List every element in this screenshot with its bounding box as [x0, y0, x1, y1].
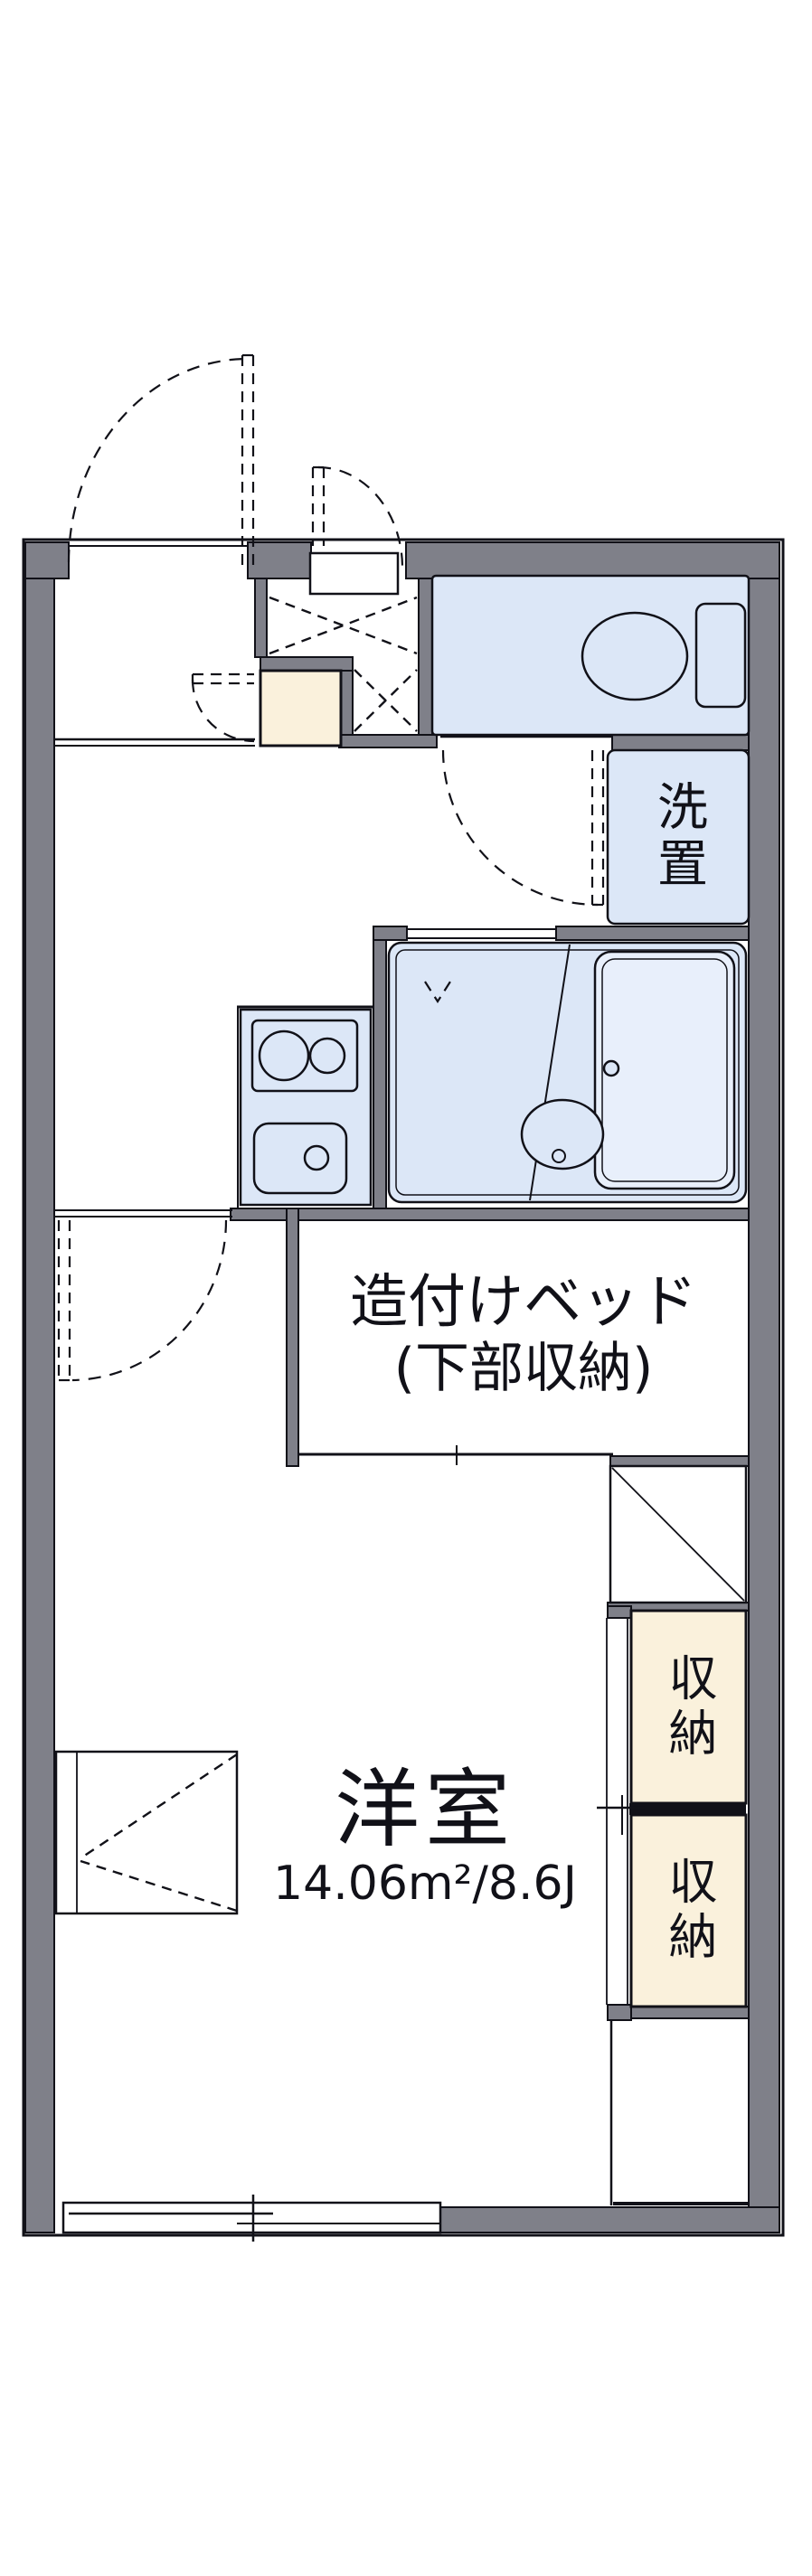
wall-genkan-closet: [254, 578, 268, 658]
wall-bath-left: [373, 939, 387, 1221]
kitchen: [237, 1005, 373, 1208]
doors: [57, 353, 605, 1382]
washer-space: [606, 748, 751, 926]
wall-bath-top-left: [373, 926, 408, 941]
wall-right: [748, 578, 780, 2233]
main-room-area: 14.06m²/8.6J: [273, 1856, 577, 1911]
bath-folding-door-icon: [424, 981, 451, 1004]
toilet-tank: [694, 602, 747, 709]
genkan-tile: [259, 669, 343, 747]
bath-faucet: [602, 1059, 620, 1077]
interior-walls: [230, 578, 750, 2021]
bath-drain: [552, 1149, 566, 1163]
bathtub-inner-line: [601, 958, 728, 1182]
outer-outline: [22, 538, 785, 2237]
wall-closet-divider: [629, 1803, 746, 1815]
wall-closet-horizontal: [260, 656, 354, 672]
storage-upper-label-text: 収納: [660, 1651, 717, 1763]
storage-lower-label: 収納: [631, 1815, 746, 2007]
wall-bed-bottom: [609, 1455, 750, 1467]
toilet-bowl: [581, 611, 689, 701]
x-mark-line: [269, 596, 418, 655]
wall-kitchen-bath-bottom: [230, 1208, 750, 1221]
x-mark-line: [354, 669, 418, 732]
bath-stool: [520, 1098, 605, 1170]
main-room-label: 洋室 14.06m²/8.6J: [163, 1761, 687, 1910]
sink-drain: [303, 1144, 330, 1171]
entrance-niche: [308, 551, 400, 596]
toilet-door-arc: [441, 749, 599, 907]
built-in-bed-label-line1: 造付けベッド: [350, 1269, 697, 1336]
wall-top-middle: [247, 541, 312, 579]
main-room-name: 洋室: [334, 1760, 515, 1859]
closet-column: [597, 1464, 749, 2205]
wall-closet-bottom: [338, 734, 438, 748]
genkan-step-lines: [54, 738, 255, 747]
wall-top-right: [405, 541, 780, 579]
bathtub: [593, 950, 736, 1190]
toilet-room: [430, 574, 751, 738]
washer-space-label: 洗置: [608, 750, 749, 924]
storage-upper-box: [629, 1609, 748, 1805]
storage-lower-label-text: 収納: [660, 1856, 717, 1966]
wall-bottom-right: [439, 2206, 780, 2233]
wall-left: [24, 578, 55, 2233]
bed-area-lines: [54, 1209, 613, 1465]
wall-closet-lower-notch: [607, 2004, 632, 2021]
stove-burner-small: [308, 1037, 346, 1075]
wall-toilet-bottom: [611, 734, 750, 751]
wall-closet-upper-notch: [607, 1605, 632, 1619]
trunk-door-arc: [317, 465, 404, 569]
wall-closet-toilet: [418, 578, 433, 748]
upper-cabinet-diagonal: [611, 1467, 745, 1602]
stove-burner-large: [258, 1029, 310, 1082]
wall-top-left-corner: [24, 541, 70, 579]
bay-window-symbol: [54, 1750, 239, 1915]
bath-unit-inner-line: [395, 949, 740, 1196]
built-in-bed-label-line2: (下部収納): [393, 1337, 654, 1400]
entrance-door-arc: [67, 357, 249, 563]
bath-room: [387, 928, 748, 1204]
bottom-window: [61, 2195, 442, 2242]
outer-walls: [24, 541, 780, 2233]
bay-window-box: [54, 1750, 239, 1915]
genkan-door-arc: [191, 679, 255, 743]
kitchen-sink: [252, 1122, 348, 1195]
main-room-door-arc: [71, 1219, 228, 1382]
wall-closet-vertical: [340, 670, 354, 736]
window-frame: [61, 2201, 442, 2234]
built-in-bed-label: 造付けベッド (下部収納): [298, 1264, 749, 1406]
x-mark-line: [269, 596, 418, 655]
wall-bed-left: [286, 1208, 299, 1467]
wall-bath-top-right: [555, 926, 750, 941]
storage-lower-box: [629, 1813, 748, 2008]
bay-window-open-direction: [80, 1753, 238, 1859]
washer-space-label-text: 洗置: [648, 780, 708, 894]
trunk-closet-x-marks: [269, 596, 418, 732]
storage-upper-label: 収納: [631, 1611, 746, 1803]
